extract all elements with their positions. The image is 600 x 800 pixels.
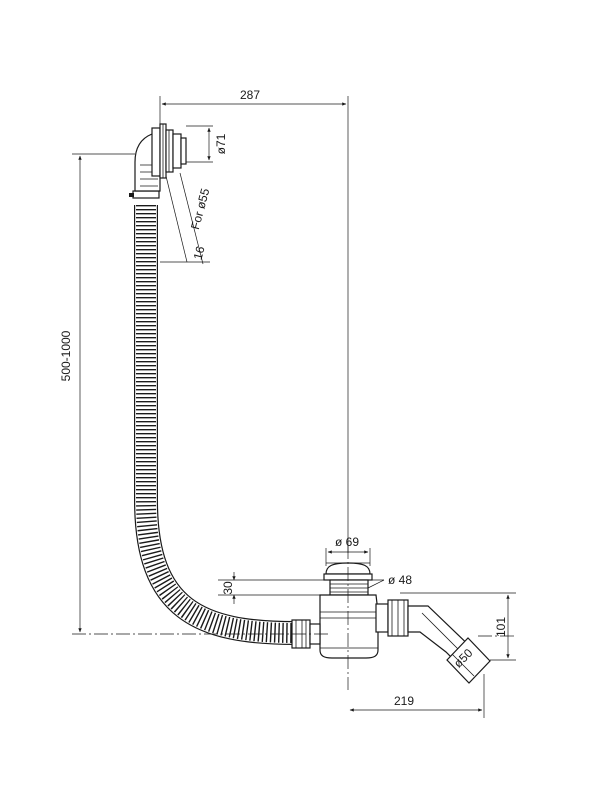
center-lines	[72, 545, 514, 690]
for-hole-label: For ø55	[188, 187, 212, 232]
dim-16-label: 16	[191, 244, 208, 261]
dim-219-label: 219	[394, 694, 414, 708]
dim-overflow-diameter-label: ø71	[214, 133, 228, 154]
dimension-287	[159, 96, 349, 553]
dim-30-label: 30	[221, 581, 235, 595]
dimension-101	[400, 592, 516, 661]
overflow-dimensions	[160, 125, 213, 265]
dim-500-1000-label: 500-1000	[59, 330, 73, 381]
dim-48-label: ø 48	[388, 573, 412, 587]
dimension-219	[349, 674, 485, 718]
dim-69-label: ø 69	[335, 535, 359, 549]
dimension-plug-69	[325, 548, 371, 566]
dimension-30-48	[218, 572, 385, 604]
overflow-head	[129, 123, 187, 199]
dimension-500-1000	[72, 153, 135, 633]
dim-287-label: 287	[240, 88, 260, 102]
flexible-hose	[134, 205, 296, 645]
dim-101-label: 101	[494, 617, 508, 637]
